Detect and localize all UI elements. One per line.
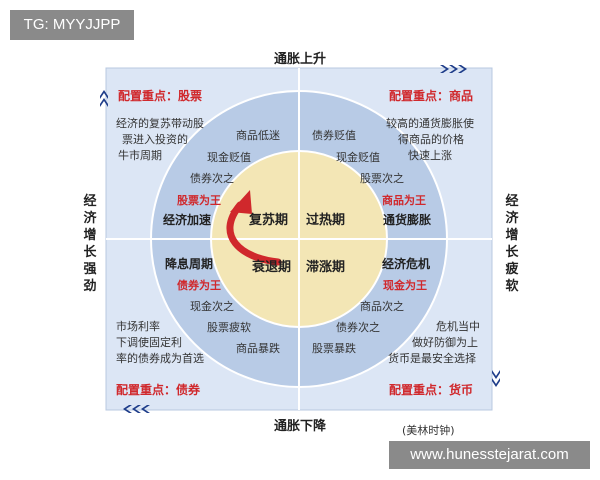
ring-bottom-right-1: 商品次之	[360, 300, 404, 313]
king-bottom-right: 现金为王	[383, 279, 427, 292]
focus-label-bottom-right: 配置重点：货币	[389, 383, 474, 397]
ring-top-right-2: 现金贬值	[336, 151, 380, 164]
desc-top-right-3: 快速上涨	[408, 149, 452, 162]
channel-tag: TG: MYYJJPP	[10, 10, 134, 40]
king-bottom-left: 债券为王	[177, 279, 221, 292]
ring-bottom-left-1: 现金次之	[190, 300, 234, 313]
ring-bottom-left-2: 股票疲软	[207, 321, 251, 334]
desc-bottom-left-1: 市场利率	[116, 320, 160, 333]
axis-label-left: 经济增长强劲	[83, 194, 97, 294]
focus-label-bottom-left: 配置重点：债券	[116, 383, 201, 397]
ring-bottom-right-2: 债券次之	[336, 321, 380, 334]
phase-top-right: 过热期	[306, 213, 346, 228]
feature-bottom-right: 经济危机	[382, 257, 431, 271]
source-note: (美林时钟)	[402, 424, 455, 437]
chevron-icon-bottom-left	[123, 405, 150, 413]
chevron-icon-left-top	[100, 90, 108, 107]
ring-top-left-3: 债券次之	[190, 172, 234, 185]
desc-bottom-right-1: 危机当中	[436, 320, 480, 333]
ring-top-right-1: 债券贬值	[312, 129, 356, 142]
king-top-left: 股票为王	[177, 194, 221, 207]
desc-top-left-1: 经济的复苏带动股	[116, 117, 204, 130]
ring-bottom-right-3: 股票暴跌	[312, 342, 356, 355]
phase-bottom-right: 滞涨期	[306, 260, 346, 275]
desc-top-right-2: 得商品的价格	[398, 133, 464, 146]
cycle-arrow	[226, 201, 282, 266]
watermark-url: www.hunesstejarat.com	[389, 441, 590, 469]
phase-bottom-left: 衰退期	[252, 260, 292, 275]
desc-bottom-left-3: 率的债券成为首选	[116, 352, 204, 365]
feature-top-left: 经济加速	[163, 213, 212, 227]
desc-bottom-left-2: 下调使固定利	[116, 336, 182, 349]
desc-top-right-1: 较高的通货膨胀使	[386, 117, 474, 130]
feature-bottom-left: 降息周期	[165, 257, 214, 271]
chevron-icon-right-bottom	[492, 370, 500, 387]
axis-label-bottom: 通胀下降	[273, 419, 326, 434]
ring-bottom-left-3: 商品暴跌	[236, 342, 280, 355]
ring-top-left-2: 现金贬值	[207, 151, 251, 164]
desc-bottom-right-2: 做好防御为上	[412, 336, 478, 349]
desc-bottom-right-3: 货币是最安全选择	[388, 352, 476, 365]
ring-top-left-1: 商品低迷	[236, 129, 280, 142]
feature-top-right: 通货膨胀	[383, 213, 432, 227]
axis-label-top: 通胀上升	[273, 52, 326, 67]
king-top-right: 商品为王	[382, 194, 426, 207]
desc-top-left-2: 票进入投资的	[122, 133, 188, 146]
phase-top-left: 复苏期	[249, 213, 289, 228]
cycle-arrowhead	[230, 190, 252, 214]
focus-label-top-left: 配置重点：股票	[118, 89, 203, 103]
chevron-icon-top-right	[440, 65, 467, 73]
axis-label-right: 经济增长疲软	[505, 194, 519, 294]
ring-top-right-3: 股票次之	[360, 172, 404, 185]
desc-top-left-3: 牛市周期	[118, 149, 162, 162]
focus-label-top-right: 配置重点：商品	[389, 89, 474, 103]
